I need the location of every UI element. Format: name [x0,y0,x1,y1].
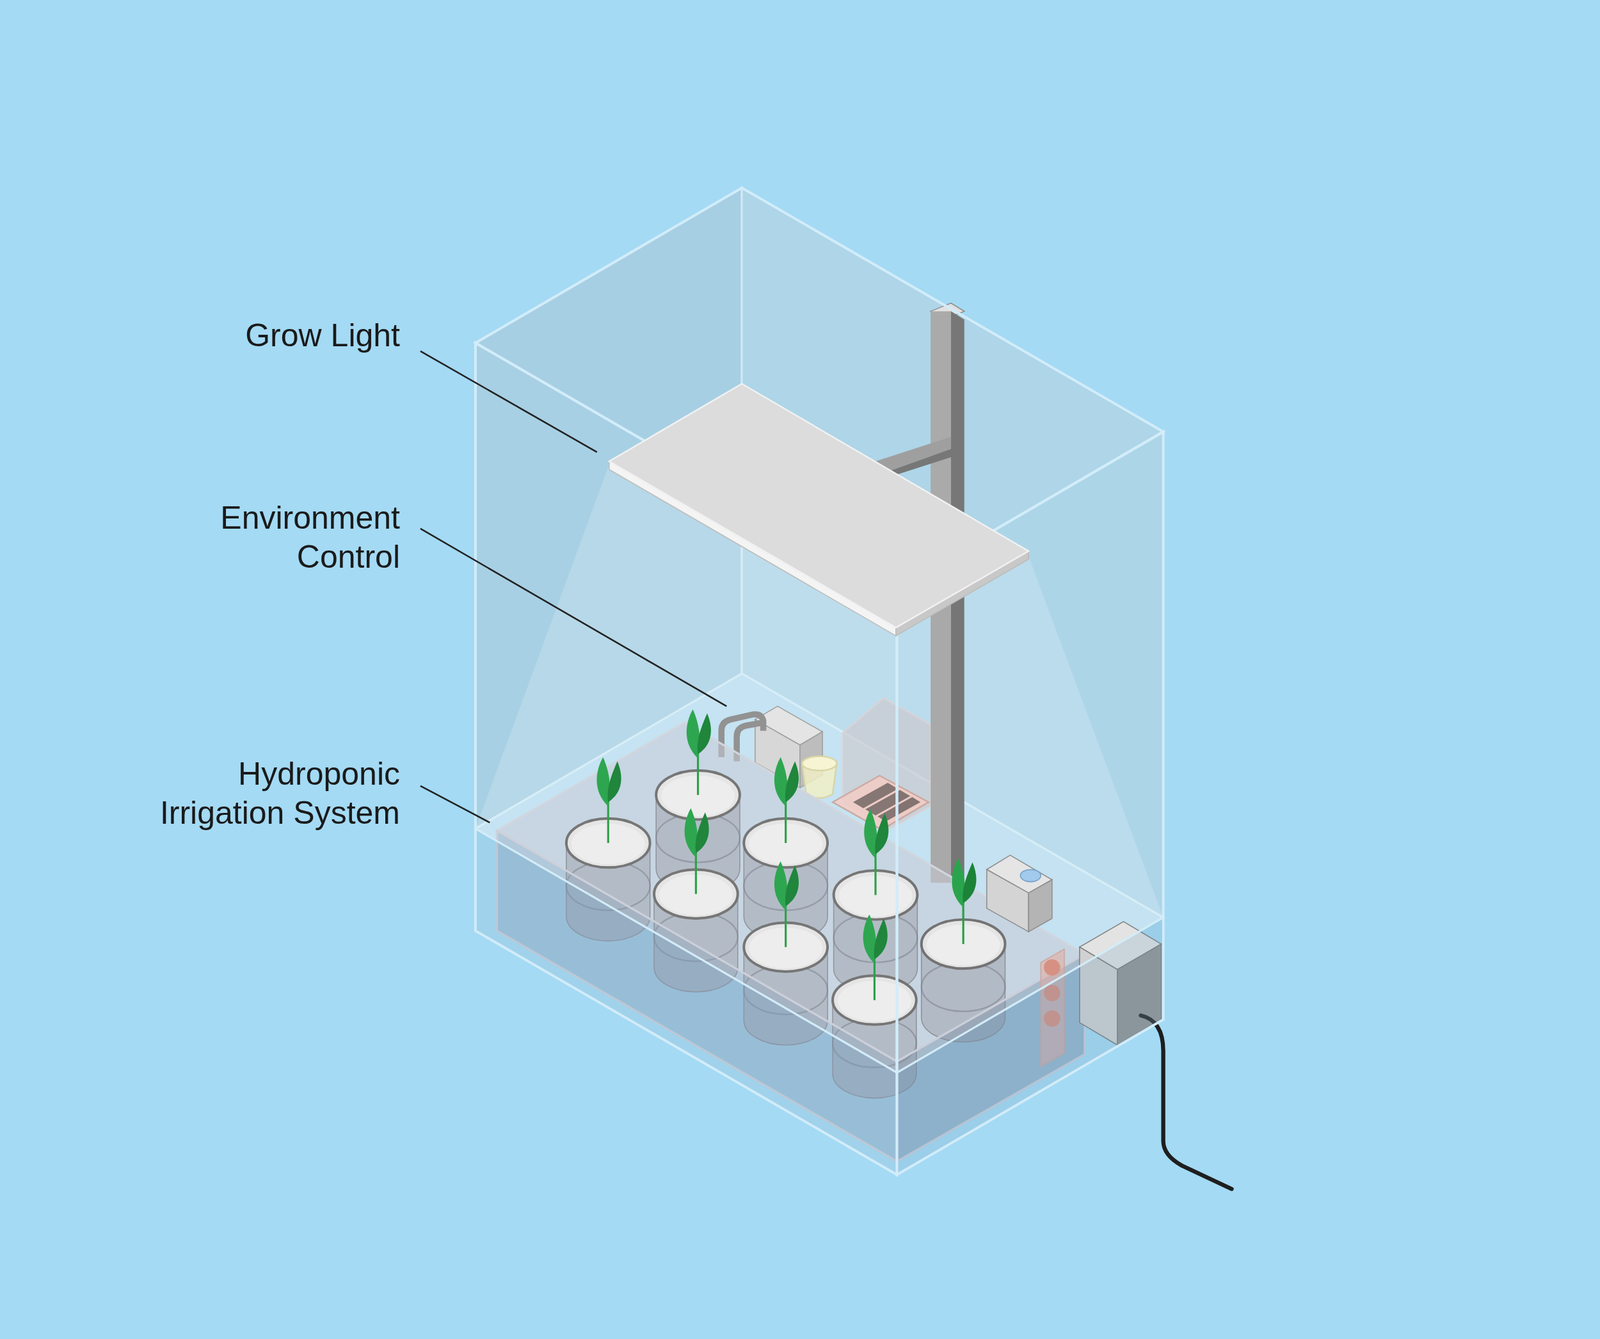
callout-label: Hydroponic Irrigation System [144,754,400,833]
callout-label: Grow Light [144,316,400,356]
leader-lines-part [420,528,727,706]
enclosure-glass-part [896,917,1163,1175]
leader-lines-part [420,351,598,453]
leader-lines-part [420,785,490,823]
enclosure-glass-part [475,828,897,1175]
grow-light-panel [609,384,1029,637]
leader-lines [420,351,727,824]
enclosure-glass [475,187,1164,1175]
grow-light-panel-part [609,384,1029,628]
pump-and-reservoir-part [1141,1015,1232,1189]
callout-label: Environment Control [208,498,400,577]
